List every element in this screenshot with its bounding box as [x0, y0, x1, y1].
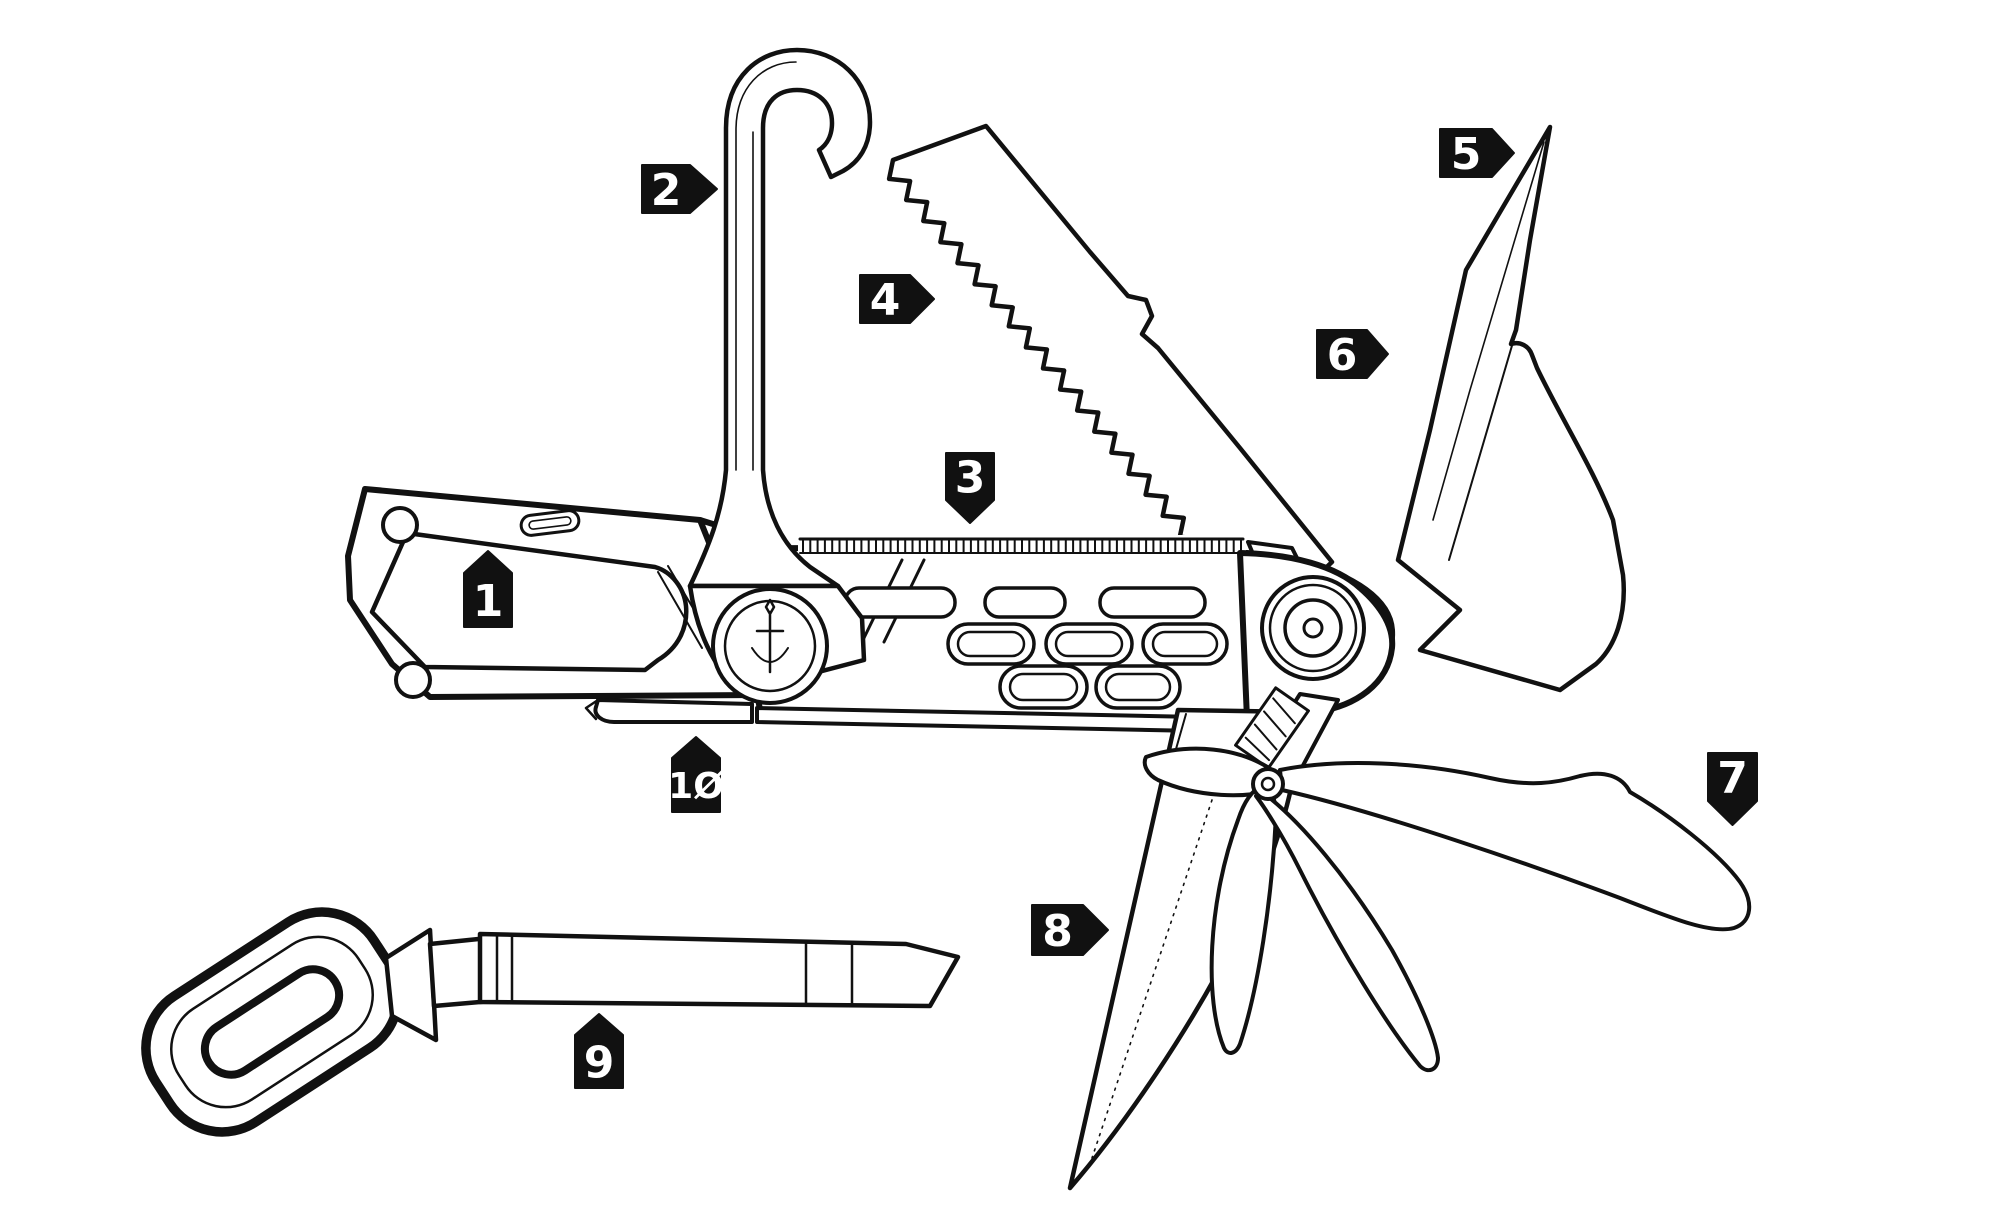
grip-cutouts — [843, 586, 1229, 710]
callout-8: 8 — [1031, 904, 1109, 957]
callout-3-arrow — [945, 452, 995, 524]
scissors-right-arm — [1278, 761, 1751, 932]
scissors-grip-pad — [1234, 686, 1310, 770]
brand-medallion — [711, 587, 829, 705]
callout-9: 9 — [574, 1013, 624, 1089]
pry-neck — [383, 927, 439, 1043]
callout-5-number: 5 — [1451, 129, 1482, 180]
callout-2-arrow — [641, 164, 718, 214]
callout-9-arrow — [574, 1013, 624, 1089]
callout-1-number: 1 — [473, 576, 504, 627]
lanyard-hole-bottom — [394, 661, 432, 699]
hook-highlight-lines — [735, 61, 797, 471]
pry-strap-divisions — [495, 933, 854, 1007]
callout-1-arrow — [463, 550, 513, 628]
callout-8-arrow — [1031, 904, 1109, 956]
handle-cutout — [369, 530, 689, 673]
callout-4-arrow — [859, 274, 935, 324]
callout-10-arrow — [671, 736, 721, 813]
callout-7-number: 7 — [1717, 753, 1748, 804]
callout-2: 2 — [641, 164, 718, 216]
blade-edge-line — [1448, 331, 1517, 561]
pocket-clip — [584, 698, 754, 724]
scissors — [1142, 686, 1751, 1073]
callout-9-number: 9 — [584, 1037, 615, 1088]
callout-5: 5 — [1439, 128, 1515, 180]
callout-7-arrow — [1707, 752, 1758, 826]
carabiner-handle — [345, 486, 763, 700]
callout-8-number: 8 — [1042, 906, 1073, 957]
lanyard-hole-top — [381, 506, 419, 544]
callout-2-number: 2 — [651, 165, 682, 216]
callout-7: 7 — [1707, 752, 1758, 826]
pivot-hub — [1237, 550, 1396, 722]
callout-10-number: 1Ø — [668, 766, 724, 807]
pry-strap-tool — [141, 907, 961, 1137]
callout-1: 1 — [463, 550, 513, 628]
pry-strap — [477, 931, 961, 1009]
callout-6-arrow — [1316, 329, 1389, 379]
callout-6: 6 — [1316, 329, 1389, 381]
pry-handle-loop — [141, 907, 403, 1137]
callout-markers: 1 2 3 4 5 6 7 8 9 1Ø — [463, 128, 1758, 1089]
awl-spike — [1395, 124, 1626, 693]
sword-shield-icon — [751, 598, 789, 674]
callout-5-arrow — [1439, 128, 1515, 178]
scissors-lower-arm — [1254, 790, 1440, 1073]
awl-grind-line — [1432, 141, 1545, 521]
tool-body — [697, 517, 1396, 734]
callout-4: 4 — [859, 274, 935, 326]
knife-grind-line — [1091, 799, 1213, 1159]
callout-4-number: 4 — [870, 275, 901, 326]
callout-3-number: 3 — [955, 452, 986, 503]
callout-10: 1Ø — [668, 736, 724, 813]
handle-slot — [519, 509, 581, 537]
scissor-pivot — [1251, 767, 1285, 801]
callout-3: 3 — [945, 452, 995, 524]
callout-6-number: 6 — [1327, 330, 1358, 381]
